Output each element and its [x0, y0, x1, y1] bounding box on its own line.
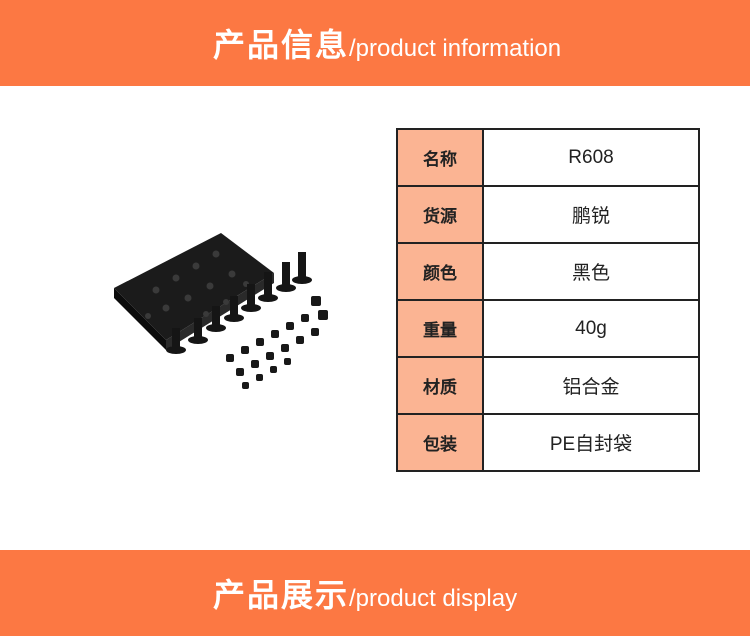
spec-value: 鹏锐 [482, 185, 700, 244]
header-title-en: /product information [349, 35, 562, 62]
header-banner: 产品信息/product information [0, 0, 750, 86]
spec-value: 40g [482, 299, 700, 358]
spec-table: 名称 R608 货源 鹏锐 颜色 黑色 重量 40g 材质 铝合金 包装 PE自… [396, 128, 700, 472]
spec-key: 货源 [396, 185, 484, 244]
header-title: 产品信息/product information [213, 20, 561, 66]
spec-value: 铝合金 [482, 356, 700, 415]
table-row: 包装 PE自封袋 [396, 413, 700, 472]
spec-key: 包装 [396, 413, 484, 472]
product-image [114, 233, 328, 389]
spec-key: 颜色 [396, 242, 484, 301]
table-row: 材质 铝合金 [396, 356, 700, 415]
footer-title: 产品展示/product display [213, 570, 517, 616]
footer-title-en: /product display [349, 585, 518, 612]
spec-key: 名称 [396, 128, 484, 187]
table-row: 货源 鹏锐 [396, 185, 700, 244]
footer-title-cn: 产品展示 [213, 576, 350, 614]
footer-banner: 产品展示/product display [0, 550, 750, 636]
table-row: 重量 40g [396, 299, 700, 358]
table-row: 名称 R608 [396, 128, 700, 187]
spec-key: 重量 [396, 299, 484, 358]
spec-value: 黑色 [482, 242, 700, 301]
spec-key: 材质 [396, 356, 484, 415]
spec-value: PE自封袋 [482, 413, 700, 472]
spec-value: R608 [482, 128, 700, 187]
header-title-cn: 产品信息 [213, 26, 350, 64]
table-row: 颜色 黑色 [396, 242, 700, 301]
